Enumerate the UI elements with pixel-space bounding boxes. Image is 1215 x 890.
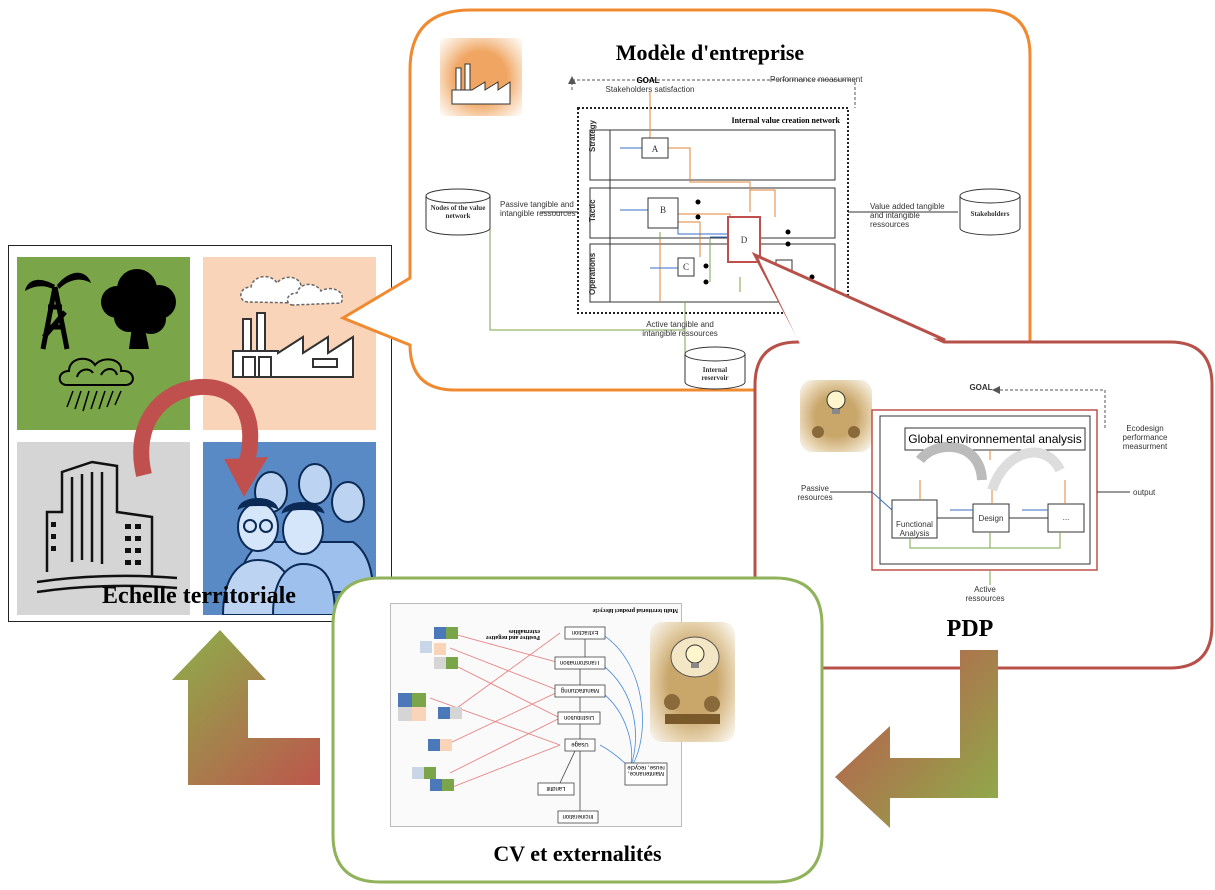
factory-small-icon: [451, 63, 511, 105]
industry-tile: [203, 257, 376, 430]
ent-perf: Performance measurment: [770, 75, 863, 84]
building-icon: [36, 460, 178, 594]
pdp-ecodesign: Ecodesign performance measurment: [1122, 424, 1168, 451]
perf-arrow-head: [568, 76, 576, 84]
cv-stage-distribution: Distribution: [564, 714, 595, 720]
arrow-pdp-to-cv: [835, 650, 998, 828]
arrow-cv-to-territory: [172, 630, 320, 785]
ent-reservoir-db: Internal reservoir: [701, 366, 729, 382]
cycle-arrow: [133, 378, 268, 497]
cv-stage-transformation: Transformation: [559, 659, 601, 665]
factory-icon: [232, 275, 354, 378]
pdp-meeting-thumbnail: [800, 380, 872, 452]
cv-stage-manufacturing: Manufacturing: [560, 687, 600, 693]
ent-network-title: Internal value creation network: [731, 116, 840, 125]
ent-passive: Passive tangible and intangible ressourc…: [500, 200, 576, 218]
cv-externalities: Positive and negative externalities: [486, 628, 540, 640]
pdp-design: Design: [978, 514, 1004, 523]
people-icon: [221, 463, 375, 616]
pdp-functional: Functional Analysis: [896, 520, 933, 538]
cv-diagram: [398, 626, 668, 824]
cv-lightbulb-icon: [664, 636, 720, 724]
nature-icon: [25, 269, 176, 412]
pdp-output: output: [1133, 488, 1156, 497]
pdp-active: Active ressources: [965, 585, 1005, 603]
ent-box-a: A: [651, 144, 659, 154]
pdp-diagram: [830, 386, 1130, 585]
cv-meeting-thumbnail: [650, 622, 735, 742]
cv-stage-incineration: Incineration: [562, 813, 594, 819]
nature-tile: [17, 257, 190, 430]
cv-title: CV et externalités: [493, 841, 662, 866]
pdp-goal: GOAL: [969, 383, 993, 392]
ent-nodes-db: Nodes of the value network: [430, 204, 486, 220]
cv-stage-landfill: Landfill: [546, 785, 566, 791]
city-tile: [17, 442, 190, 615]
territory-title: Echelle territoriale: [102, 583, 296, 609]
ent-goal-sub: Stakeholders satisfaction: [605, 85, 695, 94]
factory-thumbnail: [440, 38, 522, 116]
pdp-passive: Passive resources: [797, 484, 833, 502]
cv-stage-extraction: Extraction: [571, 629, 599, 635]
ent-stake-db: Stakeholders: [970, 210, 1010, 218]
pdp-dots: ...: [1062, 513, 1070, 522]
ent-box-b: B: [659, 205, 666, 215]
ent-value-added: Value added tangible and intangible ress…: [870, 202, 945, 229]
enterprise-title: Modèle d'entreprise: [615, 40, 805, 65]
cv-stage-usage: Usage: [571, 741, 589, 747]
pdp-title: PDP: [946, 616, 994, 642]
cv-header: Multi territorial product lifecycle: [592, 607, 678, 613]
ent-active: Active tangible and intangible ressource…: [642, 320, 718, 338]
cv-maintenance: Maintenance, reuse, recycle: [627, 764, 665, 776]
pdp-global: Global environnemental analysis: [908, 432, 1082, 446]
ent-goal: GOAL: [636, 76, 660, 85]
lightbulb-icon: [812, 390, 860, 438]
ent-box-d: D: [740, 235, 748, 245]
ent-box-c: C: [682, 262, 689, 272]
